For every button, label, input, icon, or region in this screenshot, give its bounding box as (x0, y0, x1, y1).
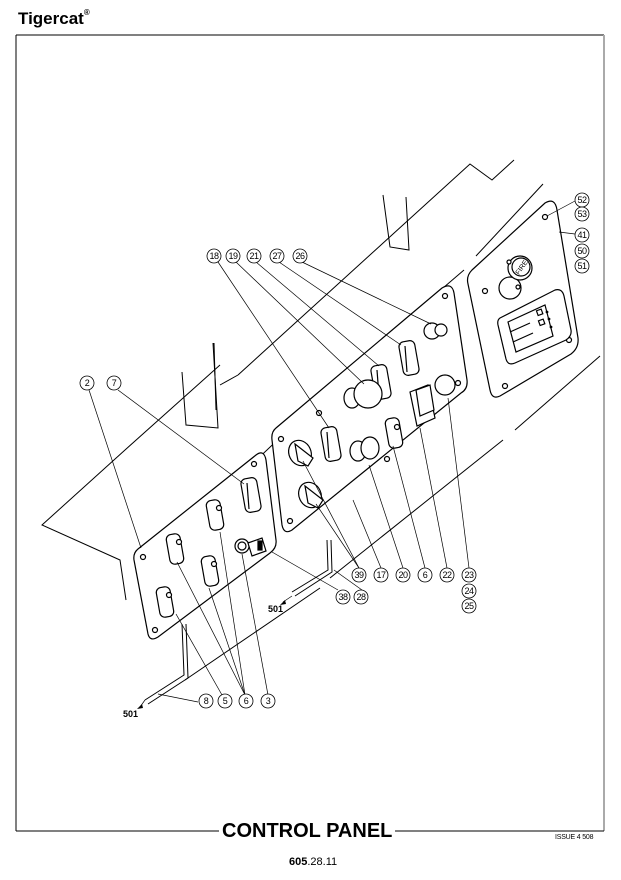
callout-label: 41 (577, 230, 587, 240)
reference-501-left: 501 (123, 709, 138, 719)
callout-7: 7 (106, 375, 122, 391)
rocker-switch-18 (320, 426, 342, 462)
leader-lines (88, 200, 576, 708)
brand-logo: Tigercat® (18, 8, 90, 29)
callouts: 18 19 21 27 26 52 53 41 50 51 2 7 39 17 … (79, 192, 590, 709)
callout-label: 19 (228, 251, 238, 261)
rocker-switch-6a (200, 555, 220, 587)
callout-label: 17 (376, 570, 386, 580)
callout-22: 22 (439, 567, 455, 583)
callout-label: 3 (266, 696, 271, 706)
callout-label: 28 (356, 592, 366, 602)
callout-26: 26 (292, 248, 308, 264)
callout-21: 21 (246, 248, 262, 264)
round-indicator-23 (434, 374, 456, 396)
wire-harness-8 (144, 623, 189, 705)
middle-panel (271, 285, 468, 533)
callout-8: 8 (198, 693, 214, 709)
callout-6-left: 6 (238, 693, 254, 709)
lighter-socket (349, 436, 380, 462)
callout-50: 50 (574, 243, 590, 259)
rocker-switch-6 (384, 417, 404, 449)
callout-label: 39 (354, 570, 364, 580)
arrow-icon (137, 704, 143, 709)
callout-39: 39 (351, 567, 367, 583)
arrow-icon (280, 600, 286, 605)
callout-label: 18 (209, 251, 219, 261)
reference-labels: 501 501 (123, 600, 286, 719)
fire-button: FIRE (498, 255, 533, 300)
rocker-switch-27 (398, 340, 420, 376)
callout-51: 51 (574, 258, 590, 274)
callout-label: 53 (577, 209, 587, 219)
callout-label: 50 (577, 246, 587, 256)
callout-label: 27 (272, 251, 282, 261)
trademark-symbol: ® (83, 8, 90, 17)
callout-2: 2 (79, 375, 95, 391)
callout-label: 8 (204, 696, 209, 706)
callout-25: 25 (461, 598, 477, 614)
callout-27: 27 (269, 248, 285, 264)
rotary-knob-upper (288, 439, 314, 467)
brand-name: Tigercat (18, 9, 84, 28)
callout-label: 2 (85, 378, 90, 388)
callout-28: 28 (353, 589, 369, 605)
callout-label: 20 (398, 570, 408, 580)
callout-18: 18 (206, 248, 222, 264)
reference-501-middle: 501 (268, 604, 283, 614)
panel-hole (541, 213, 549, 221)
rocker-switch-5a (205, 499, 225, 531)
callout-53: 53 (574, 206, 590, 222)
callout-label: 51 (577, 261, 587, 271)
callout-label: 21 (249, 251, 259, 261)
page-number-rest: .28.11 (307, 856, 338, 868)
indicator-lamp-26 (423, 322, 448, 340)
rocker-switch-7 (240, 477, 262, 513)
ignition-key-switch (234, 537, 267, 557)
callout-label: 52 (577, 195, 587, 205)
callout-3: 3 (260, 693, 276, 709)
issue-label: ISSUE 4 508 (555, 834, 594, 841)
rotary-knob-lower (298, 481, 324, 509)
callout-19: 19 (225, 248, 241, 264)
callout-23: 23 (461, 567, 477, 583)
display-module (497, 289, 572, 365)
callout-label: 24 (464, 586, 474, 596)
wire-harness-28 (291, 539, 333, 597)
callout-52: 52 (574, 192, 590, 208)
callout-label: 6 (244, 696, 249, 706)
callout-41: 41 (574, 227, 590, 243)
power-switch-22 (409, 384, 436, 427)
callout-label: 5 (223, 696, 228, 706)
page-number-section: 605 (289, 856, 308, 868)
callout-label: 38 (338, 592, 348, 602)
callout-6-middle: 6 (417, 567, 433, 583)
page-number: 605.28.11 (289, 856, 337, 868)
rocker-switch-5c (155, 586, 175, 618)
callout-label: 26 (295, 251, 305, 261)
callout-17: 17 (373, 567, 389, 583)
callout-20: 20 (395, 567, 411, 583)
callout-label: 6 (423, 570, 428, 580)
callout-label: 7 (112, 378, 117, 388)
left-panel (133, 452, 277, 640)
callout-5: 5 (217, 693, 233, 709)
figure-title: CONTROL PANEL (219, 819, 396, 843)
callout-label: 23 (464, 570, 474, 580)
callout-label: 22 (442, 570, 452, 580)
fire-panel: FIRE (466, 200, 579, 398)
callout-38: 38 (335, 589, 351, 605)
callout-24: 24 (461, 583, 477, 599)
callout-label: 25 (464, 601, 474, 611)
push-button-19 (343, 379, 383, 409)
